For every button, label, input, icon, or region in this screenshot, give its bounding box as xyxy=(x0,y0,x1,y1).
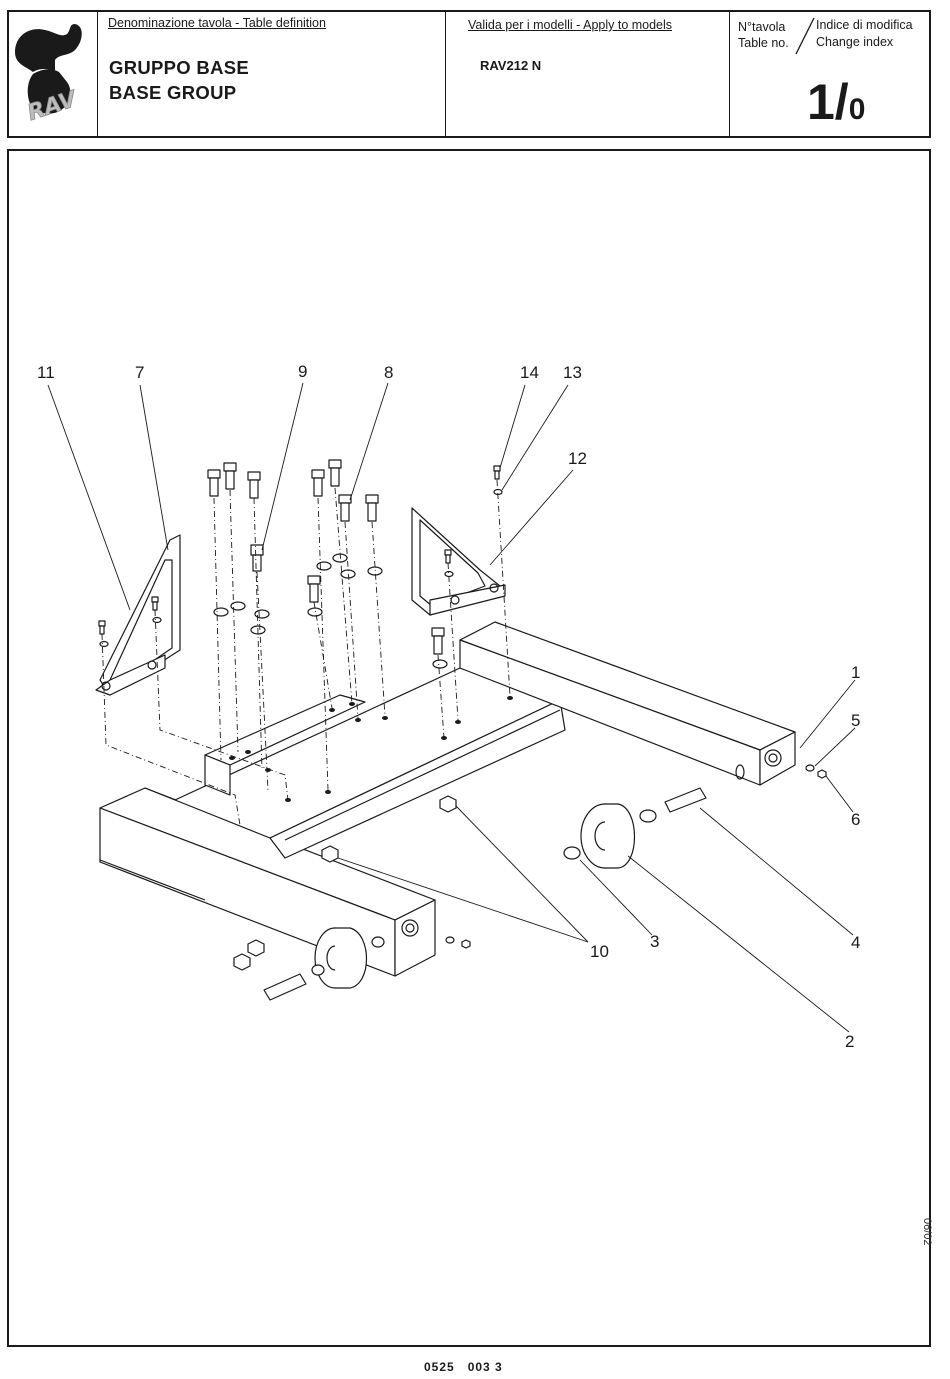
callout-7: 7 xyxy=(135,364,144,381)
bracket-left xyxy=(96,535,180,695)
callout-12: 12 xyxy=(568,450,587,467)
revision-date: 06/02 xyxy=(921,1218,933,1246)
callout-13: 13 xyxy=(563,364,582,381)
drawing-code: 0525 003 3 xyxy=(424,1360,503,1374)
callout-14: 14 xyxy=(520,364,539,381)
callout-4: 4 xyxy=(851,934,860,951)
callout-1: 1 xyxy=(851,664,860,681)
callout-3: 3 xyxy=(650,933,659,950)
callout-5: 5 xyxy=(851,712,860,729)
callout-11: 11 xyxy=(37,364,55,381)
callout-10: 10 xyxy=(590,943,609,960)
bracket-right xyxy=(412,508,505,615)
callout-8: 8 xyxy=(384,364,393,381)
callout-9: 9 xyxy=(298,363,307,380)
callout-2: 2 xyxy=(845,1033,854,1050)
callout-6: 6 xyxy=(851,811,860,828)
wheel-right xyxy=(564,765,814,868)
